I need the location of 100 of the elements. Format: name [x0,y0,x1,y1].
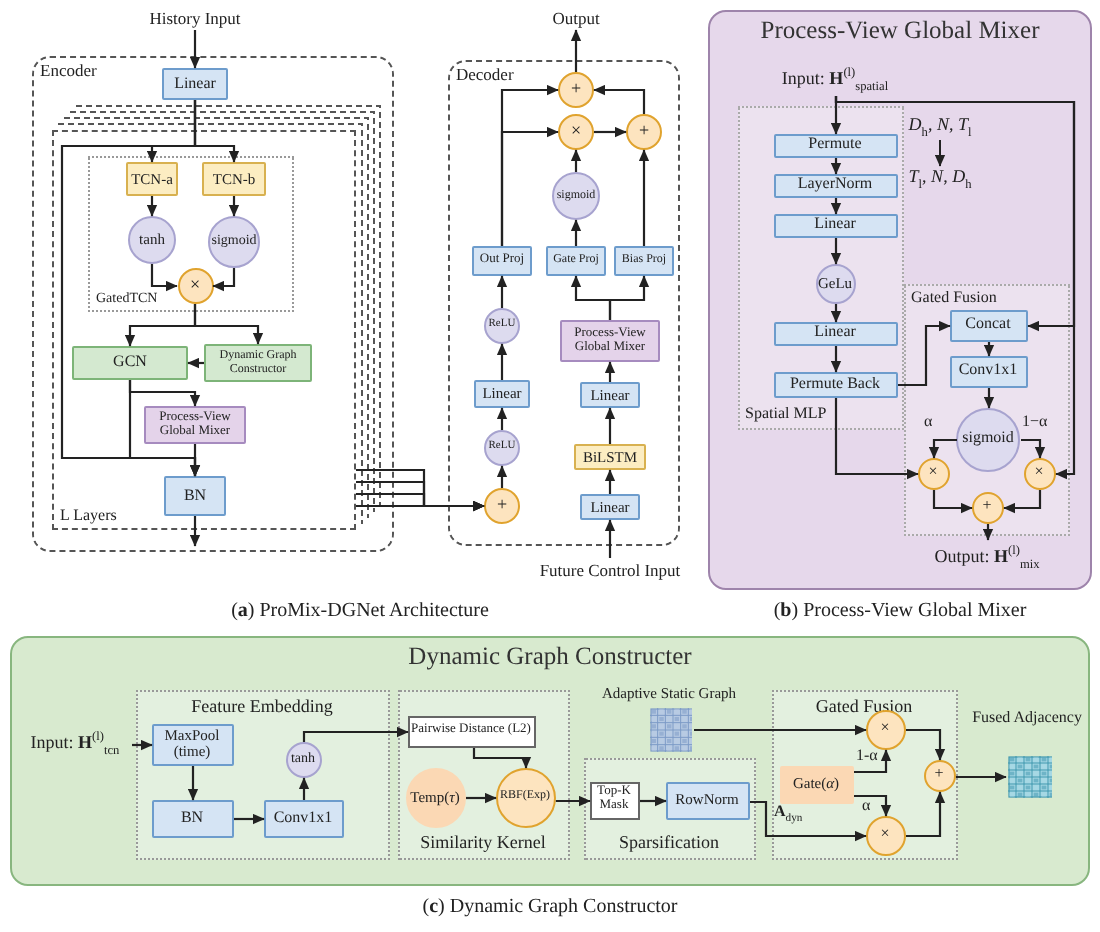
operator-circle: + [558,72,594,108]
module-title: Similarity Kernel [420,834,546,853]
module-container [397,689,569,859]
figure-caption: (b) Process-View Global Mixer [771,602,1029,623]
io-label: History Input [139,6,251,30]
module-title: Sparsification [619,834,719,853]
operator-circle: × [1023,457,1055,489]
matrix-caption: Fused Adjacency [971,709,1083,726]
arrow [570,149,582,172]
arrow [193,304,264,345]
arrow [150,264,178,292]
arrow [228,196,240,217]
arrow [496,343,508,380]
process-box: Permute Back [773,371,897,397]
module-title: L Layers [60,507,117,524]
arrow [638,149,650,246]
panel-background [708,10,1092,590]
arrow [830,158,842,175]
process-box: LayerNorm [773,173,897,197]
module-container [135,689,389,859]
arrow [830,346,842,373]
operator-circle: × [917,457,949,489]
arrow [928,438,957,459]
module-title: Gated Fusion [911,289,997,306]
arrow [608,275,650,320]
arrow [834,398,919,480]
arrow [604,407,616,444]
arrow [898,320,951,387]
arrow [132,739,153,751]
edge-label: α [924,414,933,431]
module-title: Spatial MLP [745,406,827,423]
arrow [189,516,201,547]
arrow [496,465,508,488]
arrow [189,444,201,477]
arrow [570,29,582,72]
process-box: BN [164,476,226,516]
process-box: Concat [949,309,1027,341]
process-box: BN [151,799,233,837]
arrow [302,726,409,742]
arrow [830,238,842,265]
arrow [496,275,508,308]
arrow [234,813,265,825]
arrow [570,219,582,246]
edge-label: A$_{dyn}$ [774,804,803,821]
arrow [982,524,994,541]
arrow [694,724,867,736]
arrow [983,342,995,357]
arrow [189,30,201,69]
arrow [854,794,892,817]
arrow [604,361,616,382]
arrow [983,388,995,409]
module-container [88,156,294,312]
process-box: Permute [773,133,897,157]
operator-circle: + [923,759,955,791]
edge-label: α [862,798,871,815]
arrow [830,304,842,323]
arrow [604,469,616,494]
arrow [356,500,485,512]
process-box: Linear [162,68,228,100]
arrow [830,198,842,215]
module-container [32,56,394,552]
operator-circle: + [484,488,520,524]
arrow [955,771,1007,783]
arrow [750,800,867,842]
module-container [448,60,680,546]
process-box: GCN [72,346,188,380]
arrow [212,268,236,292]
panel-title: Dynamic Graph Constructer [408,644,692,671]
operator-circle: × [558,114,594,150]
arrow [1021,438,1046,459]
arrow [594,126,627,138]
arrow [187,766,199,801]
arrow [298,777,310,800]
matrix-drawing [647,707,693,751]
process-box: Conv1x1 [263,799,343,837]
arrow [500,126,559,246]
module-container [583,757,755,859]
module-title: Encoder [40,62,97,80]
arrow [466,792,497,804]
arrow [932,490,973,514]
matrix-drawing [1005,755,1053,797]
activation-circle: sigmoid [956,407,1020,471]
module-container [903,283,1069,535]
process-box: Linear [773,321,897,345]
module-title: Feature Embedding [191,697,333,716]
process-box: Linear [773,213,897,237]
arrow [555,795,591,807]
io-label: Output [540,6,612,30]
arrow [472,748,532,769]
figure-caption: (c) Dynamic Graph Constructor [420,898,680,919]
arrow [593,84,646,114]
arrow [187,357,204,369]
operator-circle: × [865,709,905,749]
process-box: Conv1x1 [949,355,1027,387]
arrow [146,196,158,217]
figure-caption: (a) ProMix-DGNet Architecture [229,602,491,623]
module-container [771,689,957,859]
module-title: Decoder [456,66,514,84]
edge-label: 1-α [856,748,878,765]
tensor-shape-label: T$_{l}$, N, D$_{h}$ [906,168,974,187]
